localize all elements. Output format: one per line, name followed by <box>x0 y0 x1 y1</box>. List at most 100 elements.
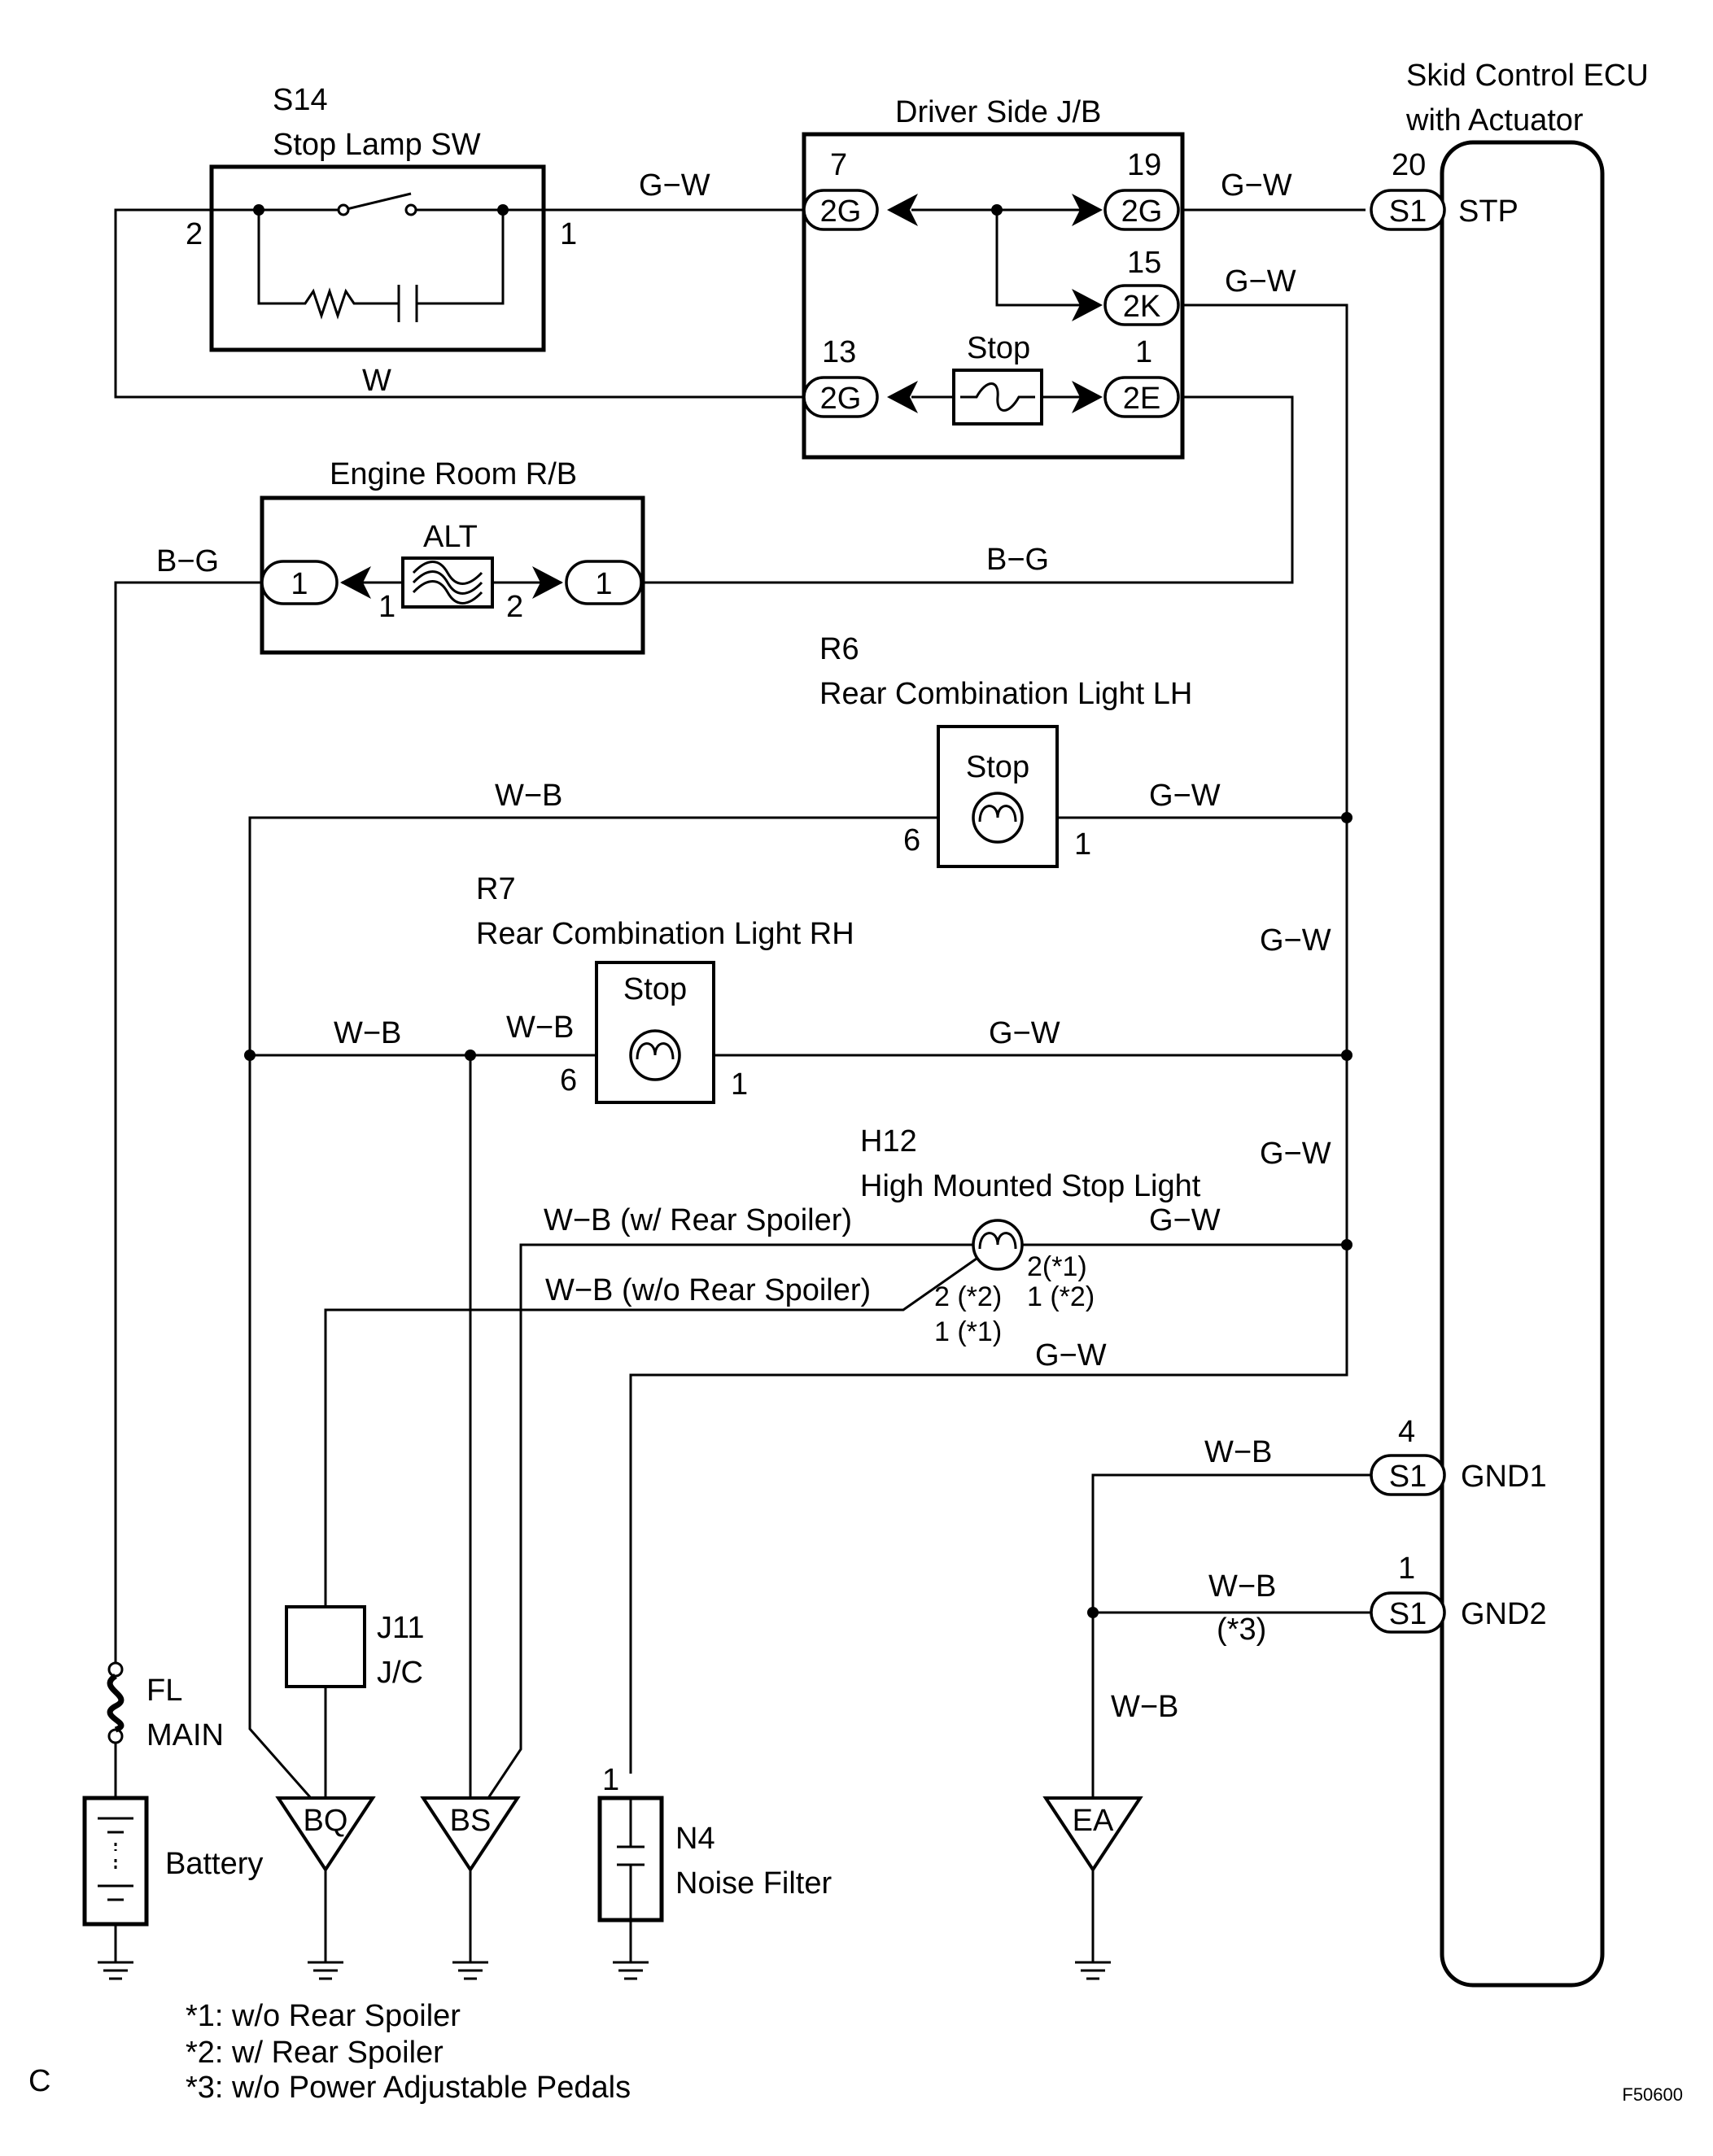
rear-combination-light-rh: Stop R7 Rear Combination Light RH 6 1 <box>476 872 854 1104</box>
junction-dot <box>465 1050 476 1061</box>
connector-ecu-gnd1-label: S1 <box>1389 1460 1427 1494</box>
wire-2k-trunk <box>629 303 1348 1774</box>
connector-2g-19 <box>1103 189 1180 231</box>
r6-name: Rear Combination Light LH <box>819 677 1192 711</box>
h12-pin-b: 2 (*2) <box>934 1281 1002 1312</box>
wire-label: B−G <box>986 543 1049 577</box>
j11-box <box>285 1605 366 1688</box>
r6-lamp: Stop <box>966 750 1029 784</box>
wire-s14-w-loop <box>114 208 804 399</box>
n4-pin: 1 <box>602 1763 619 1797</box>
wire-label: W−B <box>495 779 562 813</box>
footnotes: *1: w/o Rear Spoiler *2: w/ Rear Spoiler… <box>186 1999 631 2105</box>
junction-dot <box>1341 1239 1352 1250</box>
wire-label: W−B <box>1204 1435 1272 1469</box>
rb-fuse-name: ALT <box>423 520 478 554</box>
connector-ecu-stp-pin: 20 <box>1392 148 1426 182</box>
chevron-right-icon <box>1072 194 1103 226</box>
ground-triangle-bs <box>420 1796 521 1873</box>
wire-labels: G−W G−W G−W W B−G B−G W−B G−W G−W W−B W−… <box>156 168 1331 1724</box>
r7-lamp: Stop <box>623 972 687 1006</box>
junction-dot <box>1087 1607 1099 1618</box>
ecu-box <box>1440 140 1605 1988</box>
noise-filter: 1 N4 Noise Filter <box>597 1763 832 1923</box>
stop-lamp-switch: S14 Stop Lamp SW 2 1 <box>186 83 577 352</box>
resistor-icon <box>257 210 399 320</box>
junction-connector-j11: J11 J/C <box>285 1605 424 1690</box>
chevron-right-icon <box>1072 289 1103 321</box>
corner-letter: C <box>28 2064 50 2098</box>
ecu-signal-stp: STP <box>1458 194 1519 229</box>
connector-2e-1-pin: 1 <box>1135 335 1152 369</box>
r6-pin-left: 6 <box>903 823 920 858</box>
connector-ecu-gnd2-label: S1 <box>1389 1597 1427 1631</box>
wire-label: G−W <box>1225 264 1296 299</box>
r7-pin-right: 1 <box>731 1067 748 1102</box>
wire-label: W−B <box>1208 1569 1276 1604</box>
connector-2g-13-pin: 13 <box>822 335 856 369</box>
r7-name: Rear Combination Light RH <box>476 917 854 951</box>
connector-ecu-gnd1-pin: 4 <box>1398 1415 1415 1449</box>
j11-name: J/C <box>377 1656 423 1690</box>
chevron-left-icon <box>887 194 918 226</box>
j11-code: J11 <box>377 1611 424 1645</box>
wire-label: G−W <box>1149 1203 1221 1237</box>
switch-contact-left <box>337 203 350 216</box>
r7-pin-left: 6 <box>560 1063 577 1098</box>
battery: Battery <box>82 1796 263 1927</box>
ecu-signal-gnd2: GND2 <box>1461 1597 1547 1631</box>
h12-pin-a: 2(*1) <box>1027 1251 1087 1282</box>
ground-icon <box>452 1961 488 1980</box>
switch-contact-right <box>404 203 417 216</box>
ground-icon <box>308 1961 343 1980</box>
wire-label: G−W <box>989 1016 1060 1050</box>
s14-name: Stop Lamp SW <box>273 128 481 162</box>
wire-2e-bg <box>643 395 1294 584</box>
r7-code: R7 <box>476 872 516 906</box>
junction-dot <box>244 1050 256 1061</box>
fusible-link-icon <box>107 1674 125 1733</box>
footnote: *2: w/ Rear Spoiler <box>186 2036 444 2070</box>
switch-box <box>209 164 546 352</box>
ground-bq-label: BQ <box>304 1804 348 1838</box>
rb-pin-left: 1 <box>378 590 395 624</box>
ground-points: BQ BS EA <box>275 1796 1143 1873</box>
r6-pin-right: 1 <box>1074 827 1091 862</box>
fl-line1: FL <box>146 1674 182 1708</box>
rb-pin-right: 2 <box>506 590 523 624</box>
connector-rb-left <box>260 560 339 605</box>
connector-rb-left-label: 1 <box>291 567 308 601</box>
wire-label: W−B (w/o Rear Spoiler) <box>545 1273 871 1307</box>
wire-r6-left <box>248 816 938 1799</box>
connector-2g-7 <box>802 189 879 231</box>
engine-room-relay-block: Engine Room R/B ALT 1 2 1 1 <box>260 457 645 655</box>
wire-rb-left-bg <box>114 581 262 1662</box>
wire-label: G−W <box>1149 779 1221 813</box>
ground-ea-label: EA <box>1073 1804 1114 1838</box>
wire-label: W−B <box>334 1016 401 1050</box>
wires <box>114 208 1374 1962</box>
rear-combination-light-lh: Stop R6 Rear Combination Light LH 6 1 <box>819 632 1192 868</box>
wire-label: (*3) <box>1217 1613 1266 1647</box>
h12-pin-d: 1 (*1) <box>934 1316 1002 1347</box>
h12-code: H12 <box>860 1124 917 1159</box>
battery-name: Battery <box>165 1847 263 1881</box>
chevron-right-icon <box>532 566 563 599</box>
wire-label: G−W <box>1260 923 1331 958</box>
s14-code: S14 <box>273 83 328 117</box>
wire-label: W−B <box>506 1010 574 1045</box>
connector-rb-right-label: 1 <box>595 567 612 601</box>
connector-2k-15-pin: 15 <box>1127 246 1161 280</box>
connector-rb-right <box>565 560 643 605</box>
wire-label: G−W <box>1260 1137 1331 1171</box>
fusible-link-fl-main: FL MAIN <box>107 1661 224 1752</box>
jb-fuse-name: Stop <box>967 331 1030 365</box>
wire-label: G−W <box>639 168 710 203</box>
fl-line2: MAIN <box>146 1718 224 1752</box>
chevron-left-icon <box>340 566 371 599</box>
r6-code: R6 <box>819 632 859 666</box>
connector-2e-1-label: 2E <box>1123 382 1160 416</box>
alt-fuse-icon <box>401 556 494 609</box>
junction-dot <box>1341 1050 1352 1061</box>
